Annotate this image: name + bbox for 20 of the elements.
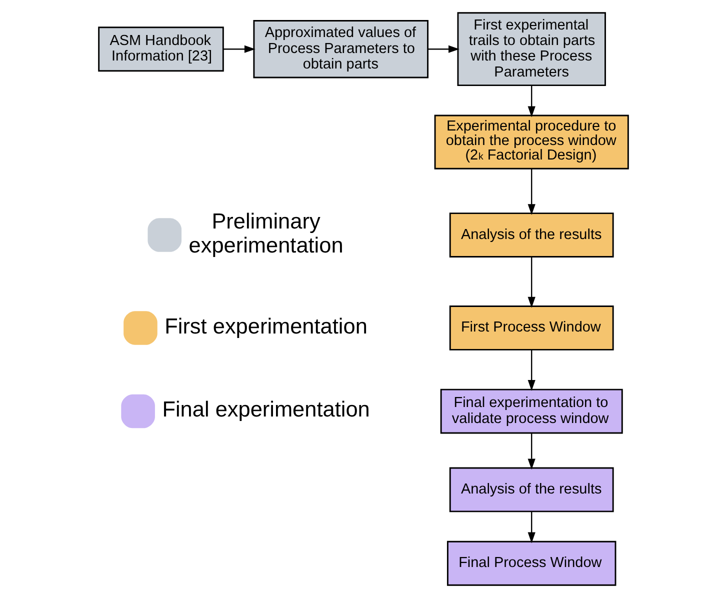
legend-label: First experimentation — [164, 313, 367, 338]
node-box: ASM Handbook Information [23] — [98, 26, 224, 72]
node-box: Final Process Window — [446, 540, 616, 586]
node-box: First experimental trails to obtain parts with these Process Parameters — [456, 12, 606, 86]
arrow — [527, 86, 535, 118]
node-box: Experimental procedure to obtain the process window (2k Factorial Design) — [434, 114, 628, 170]
node-box: First Process Window — [448, 306, 614, 350]
node-box: Analysis of the results — [448, 467, 614, 512]
node-box: Analysis of the results — [448, 212, 614, 258]
arrow — [222, 45, 255, 53]
arrow — [527, 512, 535, 544]
node-box: Approximated values of Process Parameters to obtain parts — [252, 20, 428, 78]
arrow — [527, 350, 535, 391]
arrow — [527, 433, 535, 470]
arrow — [527, 256, 535, 308]
node-box: Final experimentation to validate process window — [440, 388, 622, 434]
arrow — [428, 45, 459, 53]
legend-label: Preliminary experimentation — [188, 208, 343, 258]
arrow — [527, 168, 535, 216]
legend-label: Final experimentation — [162, 396, 370, 422]
